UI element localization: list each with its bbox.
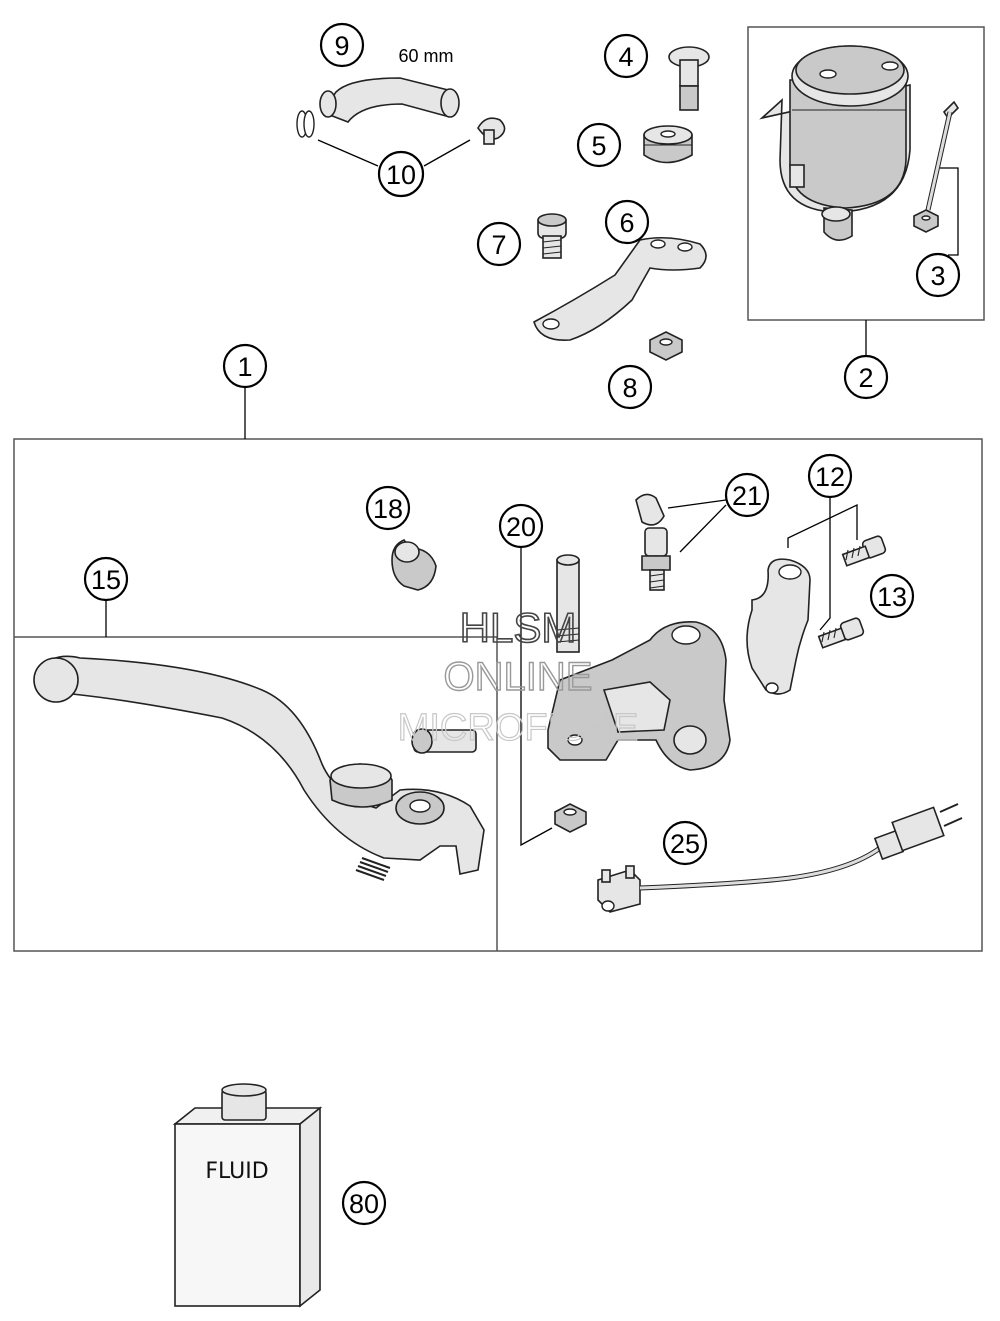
- reservoir-part: [759, 45, 911, 241]
- nut-part-20: [554, 803, 587, 833]
- callout-label-1: 1: [237, 352, 252, 382]
- callout-label-4: 4: [618, 42, 633, 72]
- callout-15: 15: [83, 556, 129, 602]
- watermark-line-1: HLSM: [460, 604, 577, 651]
- callout-6: 6: [604, 199, 650, 245]
- hose-clip-part: [296, 110, 506, 145]
- callout-7: 7: [476, 221, 522, 267]
- callout-12: 12: [807, 453, 853, 499]
- callout-label-15: 15: [91, 565, 121, 595]
- bracket-part: [533, 236, 707, 341]
- watermark: HLSM ONLINE MICROFICHE: [397, 603, 639, 749]
- callout-label-13: 13: [877, 582, 907, 612]
- callout-3: 3: [915, 252, 961, 298]
- callout-4: 4: [603, 33, 649, 79]
- callout-label-21: 21: [732, 481, 762, 511]
- reservoir-screw-part: [913, 100, 960, 233]
- callout-21: 21: [724, 472, 770, 518]
- callout-label-3: 3: [930, 261, 945, 291]
- pivot-pin-part: [411, 728, 477, 754]
- callout-label-20: 20: [506, 512, 536, 542]
- callout-label-18: 18: [373, 494, 403, 524]
- callout-label-6: 6: [619, 208, 634, 238]
- callout-label-25: 25: [670, 829, 700, 859]
- watermark-line-2: ONLINE: [444, 655, 593, 699]
- callout-20: 20: [498, 503, 544, 549]
- leader-20: [520, 546, 553, 847]
- fluid-label: FLUID: [205, 1159, 268, 1184]
- leader-10a: [317, 139, 379, 167]
- master-cylinder-body: [547, 621, 731, 771]
- callout-1: 1: [222, 343, 268, 389]
- callout-2: 2: [843, 354, 889, 400]
- bleeder-part: [635, 493, 671, 591]
- callout-9: 9: [319, 22, 365, 68]
- screw-part-4: [668, 46, 710, 111]
- callout-label-8: 8: [622, 373, 637, 403]
- leader-3: [940, 167, 959, 256]
- pin-part: [556, 554, 580, 653]
- brake-lever-part: [33, 655, 485, 875]
- grommet-part: [643, 125, 693, 164]
- leader-12: [819, 496, 831, 631]
- callout-label-5: 5: [591, 131, 606, 161]
- leader-10b: [423, 139, 471, 167]
- brake-switch-part: [597, 803, 963, 913]
- fluid-bottle-part: FLUID: [172, 1083, 323, 1308]
- callout-18: 18: [365, 485, 411, 531]
- nut-part-8: [649, 331, 683, 361]
- clamp-part: [746, 558, 811, 695]
- leader-21a: [667, 499, 727, 509]
- spring-part: [355, 857, 391, 881]
- callout-5: 5: [576, 122, 622, 168]
- callout-label-7: 7: [491, 230, 506, 260]
- callout-13: 13: [869, 573, 915, 619]
- boot-part: [391, 539, 437, 591]
- callout-10: 10: [377, 150, 425, 198]
- callout-8: 8: [607, 364, 653, 410]
- clamp-bolts-part: [817, 535, 887, 649]
- hose-length-label: 60 mm: [398, 46, 453, 66]
- master-cylinder-group-frame: [13, 438, 983, 952]
- callout-label-12: 12: [815, 462, 845, 492]
- watermark-line-3: MICROFICHE: [398, 707, 639, 749]
- callout-label-80: 80: [349, 1189, 379, 1219]
- adjuster-knob-part: [329, 763, 393, 808]
- callout-label-2: 2: [858, 363, 873, 393]
- bolt-part-7: [537, 213, 567, 259]
- hose-part: [319, 77, 460, 123]
- callout-25: 25: [662, 820, 708, 866]
- callout-label-9: 9: [334, 31, 349, 61]
- leader-12b: [787, 503, 858, 548]
- callout-80: 80: [341, 1180, 387, 1226]
- leader-21b: [679, 504, 727, 553]
- callout-label-10: 10: [386, 160, 416, 190]
